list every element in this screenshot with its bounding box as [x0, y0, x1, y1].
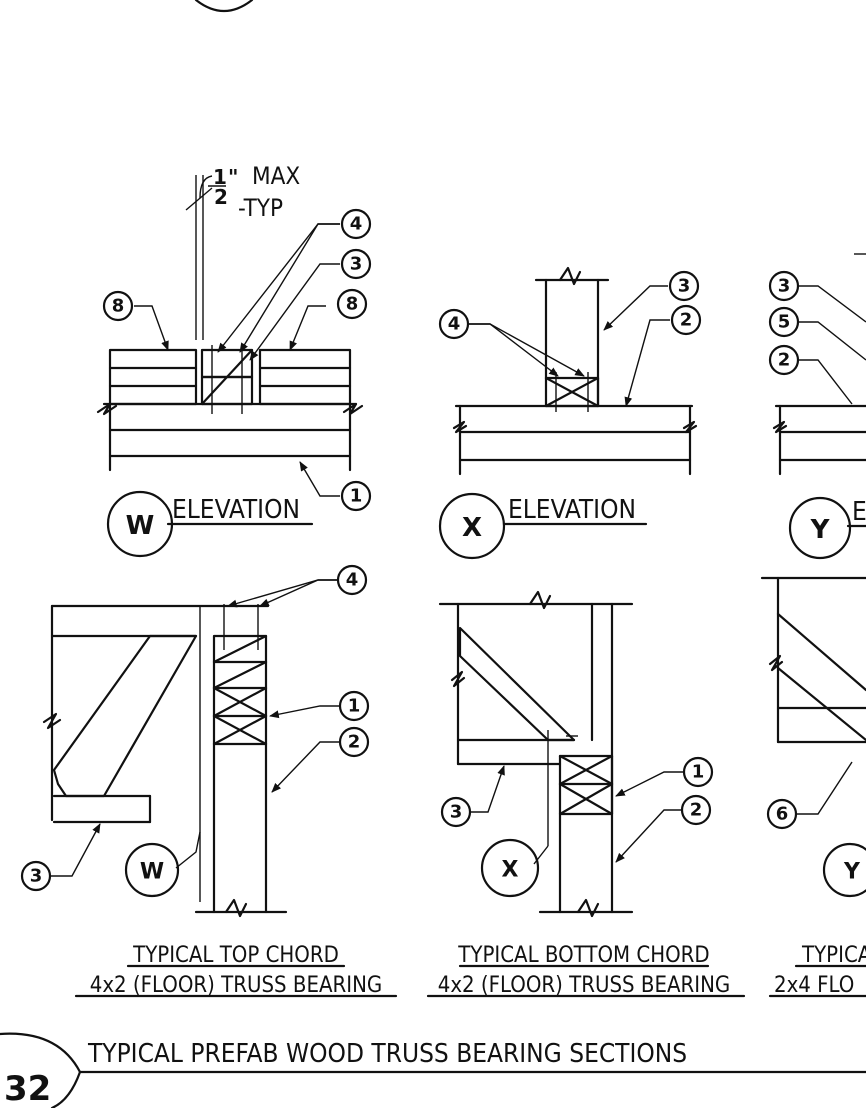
callout-1-top-chord: 1: [348, 696, 361, 717]
elevation-x: 4 3 2 X ELEVATION: [438, 266, 702, 560]
marker-circle-x-elevation: [438, 492, 506, 560]
marker-x-elevation: X: [462, 513, 482, 543]
caption-bottom-chord-line1: TYPICAL BOTTOM CHORD: [457, 943, 709, 968]
callout-3-bottom-chord: 3: [450, 802, 463, 823]
elevation-w: 1 2 " MAX -TYP 8: [96, 162, 372, 558]
callout-4-x: 4: [448, 314, 461, 335]
marker-y-section: Y: [843, 860, 861, 885]
elevation-w-label: ELEVATION: [172, 495, 300, 525]
dim-inch-mark: ": [228, 165, 238, 189]
marker-w-section: W: [140, 860, 164, 885]
dim-max-label: MAX: [252, 162, 300, 190]
dim-typ-label: -TYP: [238, 194, 283, 222]
detail-title-block: 32 TYPICAL PREFAB WOOD TRUSS BEARING SEC…: [0, 1032, 866, 1108]
caption-top-chord-line1: TYPICAL TOP CHORD: [132, 943, 339, 968]
marker-circle-x-section: [480, 838, 540, 898]
section-bottom-chord: 3 1 2 X TYPICAL BOTTOM CHORD 4x2 (FLOOR)…: [426, 590, 746, 998]
marker-circle-y-elevation: [788, 496, 852, 560]
elevation-y-partial: 3 5 2 Y E: [768, 253, 866, 560]
marker-y-elevation: Y: [810, 515, 831, 545]
callout-2-x: 2: [680, 310, 693, 331]
marker-w-elevation: W: [126, 511, 155, 541]
callout-1-w: 1: [350, 486, 363, 507]
marker-x-section: X: [502, 858, 519, 883]
callout-2-bottom-chord: 2: [690, 800, 703, 821]
callout-8-right: 8: [346, 294, 359, 315]
callout-3-x: 3: [678, 276, 691, 297]
elevation-x-label: ELEVATION: [508, 495, 636, 525]
marker-circle-w-section: [124, 842, 180, 898]
callout-3-w: 3: [350, 254, 363, 275]
caption-third-line2-partial: 2x4 FLO: [774, 973, 854, 998]
callout-8-left: 8: [112, 296, 125, 317]
callout-1-bottom-chord: 1: [692, 762, 705, 783]
callout-3-y: 3: [778, 276, 791, 297]
marker-circle-y-section: [822, 842, 866, 898]
caption-top-chord-line2: 4x2 (FLOOR) TRUSS BEARING: [90, 973, 383, 998]
partial-detail-circle-top: [194, 0, 254, 12]
dim-fraction-numerator: 1: [213, 165, 227, 189]
callout-4-w: 4: [350, 214, 363, 235]
elevation-y-label-partial: E: [852, 497, 866, 527]
section-third-partial: 6 Y TYPICA 2x4 FLO: [760, 576, 866, 998]
callout-5-y: 5: [778, 312, 791, 333]
callout-3-top-chord: 3: [30, 866, 43, 887]
detail-number: 32: [4, 1069, 51, 1108]
dim-fraction-denominator: 2: [214, 185, 228, 209]
section-top-chord: 4 1 2 3 W TYPICAL TOP CHORD 4x2 (FLOOR) …: [20, 564, 398, 998]
callout-2-top-chord: 2: [348, 732, 361, 753]
caption-bottom-chord-line2: 4x2 (FLOOR) TRUSS BEARING: [438, 973, 731, 998]
callout-6-third: 6: [776, 804, 789, 825]
caption-third-line1-partial: TYPICA: [801, 943, 866, 968]
callout-4-top-chord: 4: [346, 570, 359, 591]
callout-2-y: 2: [778, 350, 791, 371]
detail-title: TYPICAL PREFAB WOOD TRUSS BEARING SECTIO…: [87, 1039, 687, 1069]
